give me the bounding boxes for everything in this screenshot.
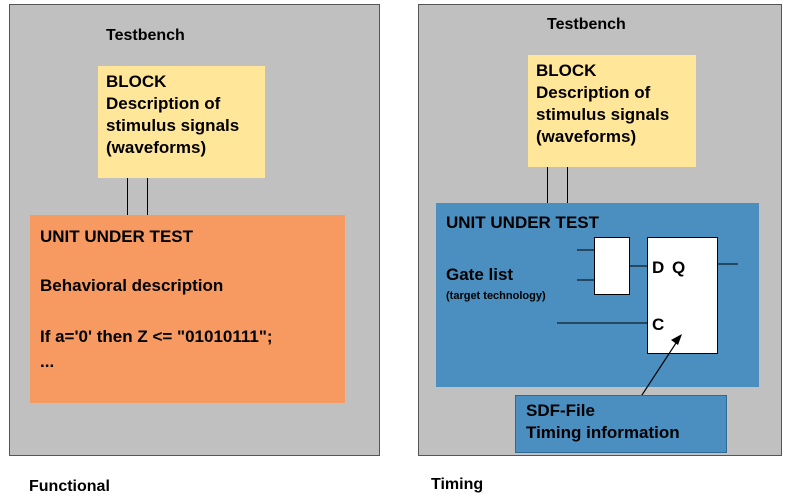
uut-behavioral-label: Behavioral description <box>40 276 224 295</box>
block-line-2: Description of <box>536 83 651 102</box>
timing-stimulus-block: BLOCK Description of stimulus signals (w… <box>528 55 696 167</box>
functional-stimulus-block: BLOCK Description of stimulus signals (w… <box>98 66 265 178</box>
functional-connector-1 <box>127 178 128 215</box>
flip-flop-c-pin: C <box>652 315 665 334</box>
functional-caption: Functional <box>29 478 110 495</box>
functional-testbench-label: Testbench <box>106 27 185 44</box>
block-title: BLOCK <box>106 72 167 91</box>
logic-gate <box>594 237 630 295</box>
block-title: BLOCK <box>536 61 597 80</box>
sdf-arrow-head <box>671 334 682 345</box>
uut-ellipsis: ... <box>40 352 55 371</box>
timing-connector-1 <box>547 167 548 203</box>
functional-connector-2 <box>147 178 148 215</box>
flip-flop-d-pin: D <box>652 258 665 277</box>
uut-code-line: If a='0' then Z <= "01010111"; <box>40 327 273 346</box>
sdf-file-box: SDF-File Timing information <box>515 395 727 453</box>
uut-title: UNIT UNDER TEST <box>446 213 599 232</box>
flip-flop: D Q C <box>647 237 718 354</box>
gate-list-label: Gate list <box>446 265 514 284</box>
block-line-4: (waveforms) <box>106 138 207 157</box>
block-line-3: stimulus signals <box>106 116 240 135</box>
sdf-subtitle: Timing information <box>526 423 680 442</box>
sdf-title: SDF-File <box>526 401 595 420</box>
block-line-4: (waveforms) <box>536 127 637 146</box>
block-line-2: Description of <box>106 94 221 113</box>
block-line-3: stimulus signals <box>536 105 670 124</box>
sdf-arrow-line <box>639 339 679 399</box>
timing-connector-2 <box>567 167 568 203</box>
gate-list-note: (target technology) <box>446 290 546 302</box>
uut-title: UNIT UNDER TEST <box>40 227 193 246</box>
timing-caption: Timing <box>431 476 484 493</box>
timing-testbench-label: Testbench <box>547 16 626 33</box>
flip-flop-q-pin: Q <box>672 258 686 277</box>
functional-unit-under-test: UNIT UNDER TEST Behavioral description I… <box>30 215 345 403</box>
